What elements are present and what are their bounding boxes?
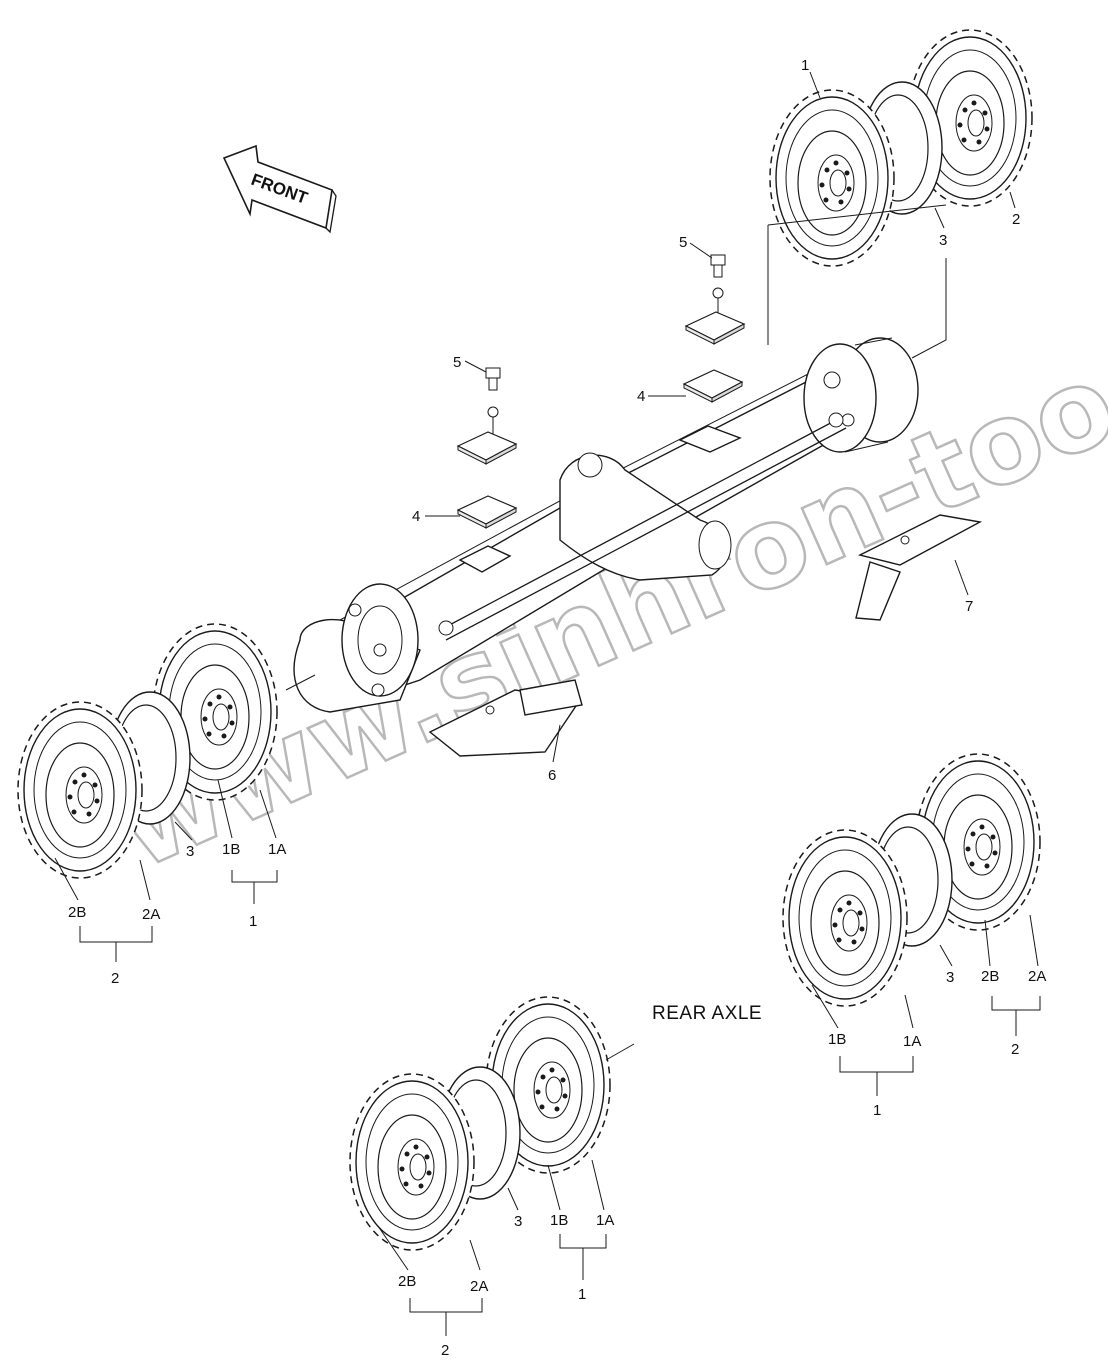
label-rear-right-1b: 1B — [828, 1031, 846, 1048]
label-rear-right-2a: 2A — [1028, 968, 1046, 985]
label-bolt-5-upper: 5 — [679, 234, 687, 251]
label-front-left-1a: 1A — [268, 841, 286, 858]
pad-4-upper — [683, 369, 743, 403]
label-front-left-2a: 2A — [142, 906, 160, 923]
pad-bolt-upper-group — [683, 254, 745, 403]
label-front-left-1: 1 — [249, 913, 257, 930]
label-rear-left-2b: 2B — [398, 1273, 416, 1290]
bolt-5-upper — [710, 254, 726, 278]
label-pad-4-upper: 4 — [637, 388, 645, 405]
rear-right-wheel-group — [782, 753, 1041, 1007]
label-front-right-1: 1 — [801, 57, 809, 74]
label-rear-right-1a: 1A — [903, 1033, 921, 1050]
label-bolt-5-lower: 5 — [453, 354, 461, 371]
washer-upper — [712, 287, 724, 299]
label-rear-left-3: 3 — [514, 1213, 522, 1230]
front-right-wheel-group — [767, 29, 1033, 359]
tire-1b-rear-right — [782, 829, 908, 1007]
washer-lower — [487, 406, 499, 418]
label-front-left-2: 2 — [111, 970, 119, 987]
tire-2b-rear-left — [349, 1073, 475, 1251]
label-rear-right-2b: 2B — [981, 968, 999, 985]
label-rear-left-2: 2 — [441, 1342, 449, 1359]
label-front-right-3: 3 — [939, 232, 947, 249]
front-arrow: FRONT — [222, 144, 337, 234]
label-front-left-3: 3 — [186, 843, 194, 860]
rear-axle-title: REAR AXLE — [652, 1003, 762, 1024]
label-rear-left-1b: 1B — [550, 1212, 568, 1229]
tire-1-front-right-inner — [769, 89, 895, 267]
pad-bolt-lower-group — [457, 367, 517, 529]
label-rear-left-2a: 2A — [470, 1278, 488, 1295]
pad-4-lower — [457, 495, 517, 529]
bracket-6 — [428, 679, 583, 757]
label-pad-4-lower: 4 — [412, 508, 420, 525]
clamp-lower — [457, 431, 517, 465]
tire-2b-front-left — [17, 701, 143, 879]
label-rear-right-2: 2 — [1011, 1041, 1019, 1058]
label-rear-left-1a: 1A — [596, 1212, 614, 1229]
label-bracket-7: 7 — [965, 598, 973, 615]
front-left-wheel-group — [17, 623, 316, 879]
label-rear-right-1: 1 — [873, 1102, 881, 1119]
bracket-7 — [855, 514, 983, 621]
front-axle-assembly — [293, 337, 919, 713]
label-rear-left-1: 1 — [578, 1286, 586, 1303]
rear-left-wheel-group — [349, 996, 635, 1251]
label-rear-right-3: 3 — [946, 969, 954, 986]
label-front-left-1b: 1B — [222, 841, 240, 858]
leader-lines — [54, 71, 1039, 1271]
clamp-upper — [685, 311, 745, 345]
label-front-left-2b: 2B — [68, 904, 86, 921]
label-front-right-2: 2 — [1012, 211, 1020, 228]
label-bracket-6: 6 — [548, 767, 556, 784]
group-braces — [79, 870, 1041, 1336]
bolt-5-lower — [485, 367, 501, 391]
